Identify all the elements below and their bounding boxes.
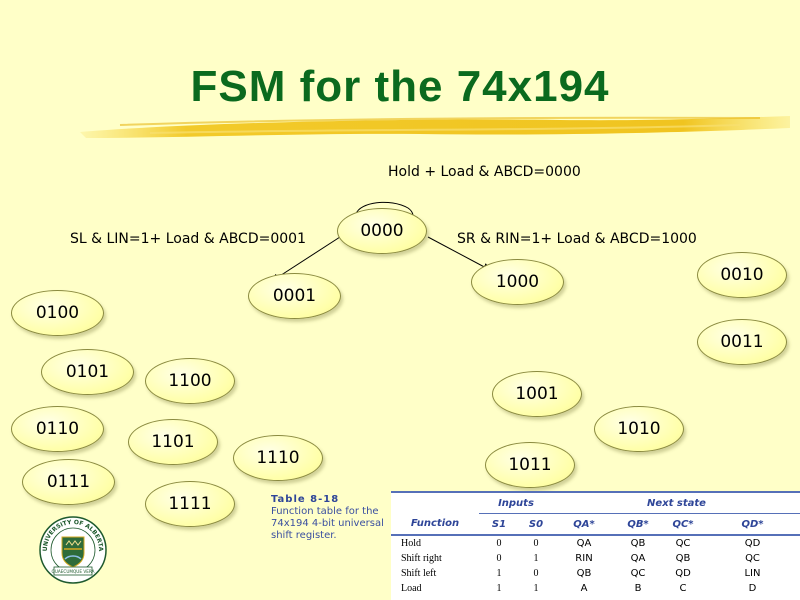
table-cell: 0 — [533, 538, 539, 549]
table-cell: B — [634, 583, 642, 594]
table-caption-text: Function table for the 74x194 4-bit univ… — [271, 506, 384, 541]
table-cell: QB — [675, 553, 691, 564]
state-0011[interactable]: 0011 — [697, 319, 787, 365]
state-0100[interactable]: 0100 — [11, 290, 104, 336]
column-header: QD* — [741, 518, 764, 530]
table-cell: Load — [401, 583, 422, 594]
state-1111[interactable]: 1111 — [145, 481, 235, 527]
table-cell: QB — [576, 568, 592, 579]
table-cell: QD — [675, 568, 691, 579]
table-cell: RIN — [575, 553, 593, 564]
table-row: Shift right 0 1 RIN QA QB QC — [391, 551, 800, 566]
table-cell: 0 — [496, 538, 502, 549]
table-cell: 0 — [496, 553, 502, 564]
state-0000[interactable]: 0000 — [337, 208, 427, 254]
column-header: QC* — [672, 518, 694, 530]
table-cell: QC — [675, 538, 691, 549]
table-cell: 1 — [496, 568, 502, 579]
state-0010[interactable]: 0010 — [697, 252, 787, 298]
table-cell: 1 — [533, 583, 539, 594]
table-cell: 1 — [533, 553, 539, 564]
column-header: Function — [410, 518, 460, 530]
shift-right-arrow — [427, 236, 491, 271]
shift-left-transition-label: SL & LIN=1+ Load & ABCD=0001 — [70, 231, 306, 247]
table-cell: Hold — [401, 538, 421, 549]
state-1000[interactable]: 1000 — [471, 259, 564, 305]
university-crest-icon: UNIVERSITY OF ALBERTA QUAECUMQUE VERA — [38, 515, 108, 585]
column-header: QB* — [627, 518, 649, 530]
table-cell: D — [748, 583, 757, 594]
table-cell: QA — [576, 538, 592, 549]
inputs-group-header: Inputs — [479, 492, 553, 514]
table-cell: QD — [744, 538, 761, 549]
table-cell: Shift right — [401, 553, 442, 564]
table-cell: C — [679, 583, 687, 594]
slide-title: FSM for the 74x194 — [190, 62, 610, 111]
table-cell: A — [580, 583, 588, 594]
state-1010[interactable]: 1010 — [594, 406, 684, 452]
state-1110[interactable]: 1110 — [233, 435, 323, 481]
column-header: QA* — [573, 518, 595, 530]
table-cell: QB — [630, 538, 646, 549]
column-header: S1 — [491, 518, 507, 530]
table-cell: QC — [630, 568, 646, 579]
table-caption: Table 8-18 Function table for the 74x194… — [271, 494, 387, 542]
function-table: Inputs Next state Function S1 S0 QA* QB*… — [391, 491, 800, 600]
table-cell: Shift left — [401, 568, 437, 579]
state-0101[interactable]: 0101 — [41, 349, 134, 395]
state-1011[interactable]: 1011 — [485, 442, 575, 488]
state-0001[interactable]: 0001 — [248, 273, 341, 319]
table-cell: LIN — [744, 568, 761, 579]
table-cell: QA — [630, 553, 646, 564]
hold-transition-label: Hold + Load & ABCD=0000 — [388, 164, 581, 180]
table-cell: QC — [745, 553, 760, 564]
table-row: Shift left 1 0 QB QC QD LIN — [391, 566, 800, 581]
next-state-group-header: Next state — [553, 492, 800, 514]
title-underline-stroke — [80, 116, 790, 138]
column-header: S0 — [528, 518, 544, 530]
state-1001[interactable]: 1001 — [492, 371, 582, 417]
state-1100[interactable]: 1100 — [145, 358, 235, 404]
shift-right-transition-label: SR & RIN=1+ Load & ABCD=1000 — [457, 231, 697, 247]
table-cell: 1 — [496, 583, 502, 594]
state-0111[interactable]: 0111 — [22, 459, 115, 505]
table-row: Hold 0 0 QA QB QC QD — [391, 535, 800, 551]
state-1101[interactable]: 1101 — [128, 419, 218, 465]
table-cell: 0 — [533, 568, 539, 579]
table-number: Table 8-18 — [271, 494, 340, 505]
state-0110[interactable]: 0110 — [11, 406, 104, 452]
logo-motto: QUAECUMQUE VERA — [52, 569, 95, 574]
table-row: Load 1 1 A B C D — [391, 581, 800, 596]
